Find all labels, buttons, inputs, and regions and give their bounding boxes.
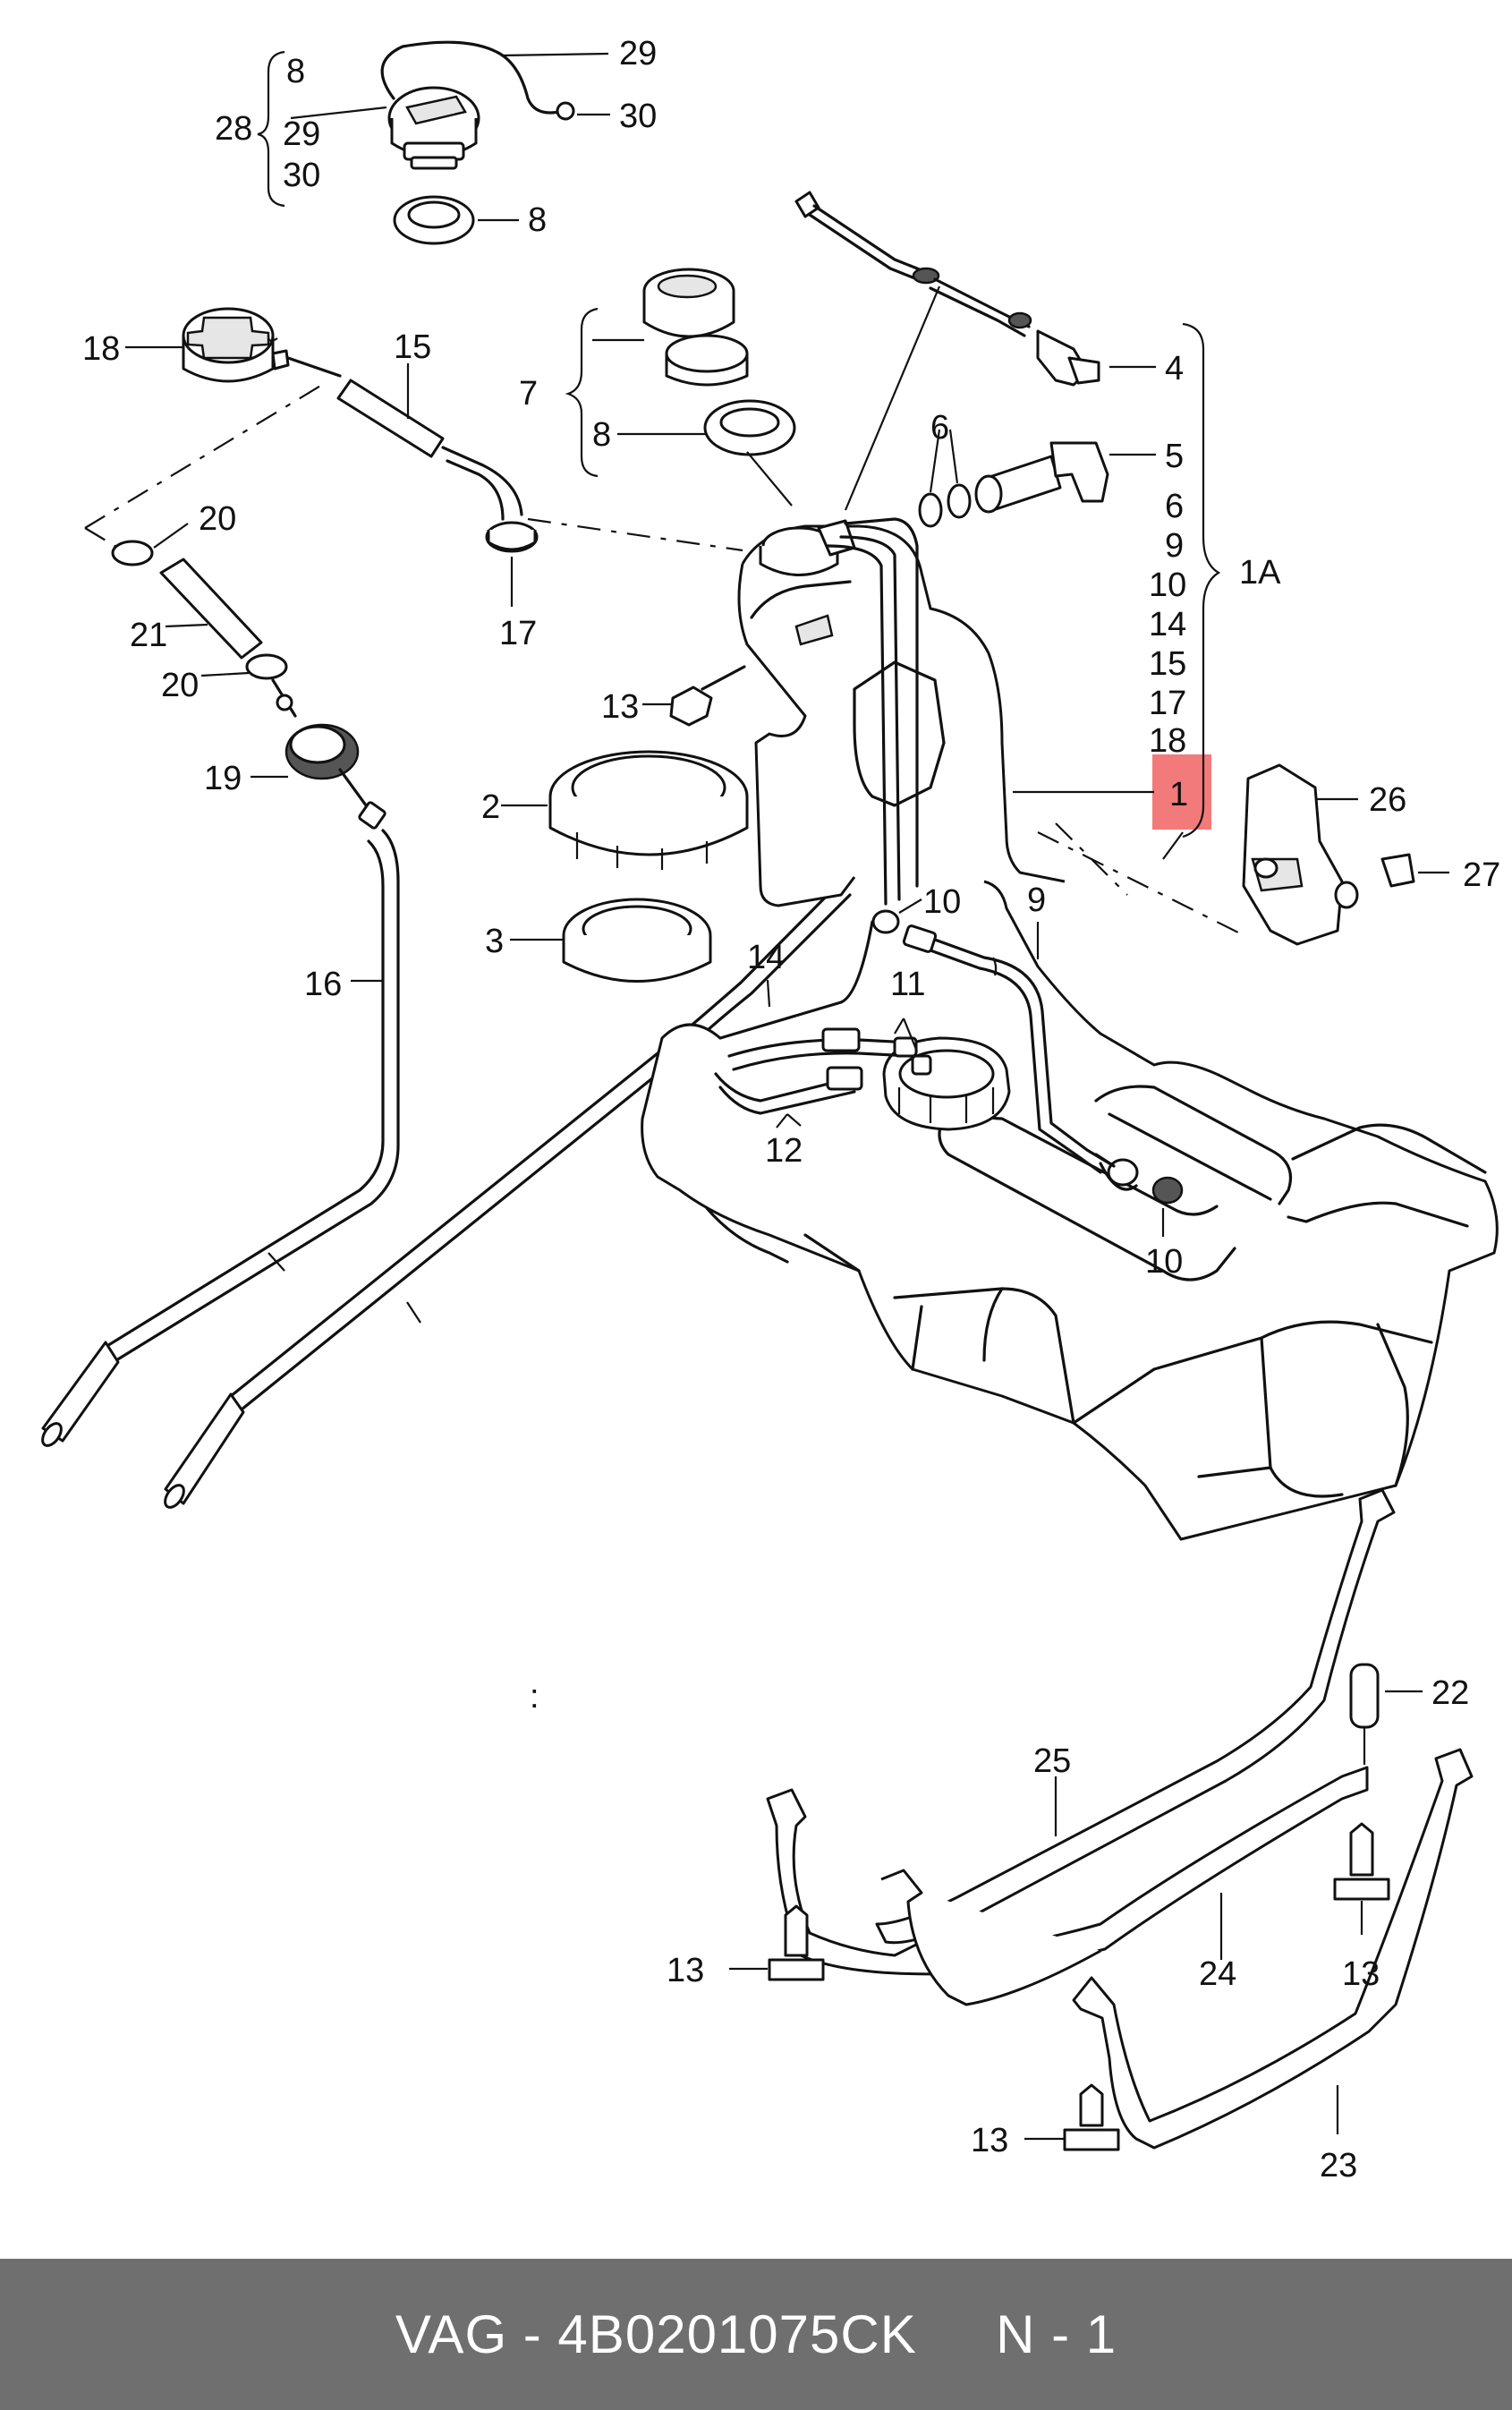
- center-parts: [501, 268, 796, 983]
- label-16: 16: [304, 966, 342, 1003]
- label-15: 15: [394, 328, 431, 366]
- label-8-mid: 8: [592, 416, 611, 454]
- label-11: 11: [890, 966, 925, 1003]
- label-1a-6: 6: [1165, 488, 1184, 525]
- label-28-29: 29: [283, 115, 320, 153]
- label-24: 24: [1199, 1955, 1236, 1993]
- stray-colon: :: [530, 1678, 539, 1716]
- label-14: 14: [747, 939, 785, 976]
- label-1A: 1A: [1239, 554, 1281, 592]
- label-12: 12: [765, 1132, 803, 1170]
- label-4: 4: [1165, 350, 1184, 387]
- tank-straps: [729, 1488, 1474, 2151]
- label-2: 2: [481, 788, 500, 826]
- label-13-b: 13: [1342, 1955, 1380, 1993]
- label-29-top: 29: [619, 35, 657, 72]
- label-3: 3: [485, 923, 504, 960]
- part-number-footer: VAG - 4B0201075CK N - 1: [0, 2259, 1512, 2410]
- label-17: 17: [499, 615, 537, 652]
- callout-labels: 29 30 8 28 8 29 30 18 15 20 21 20 19 16 …: [82, 35, 1500, 2184]
- label-30-top: 30: [619, 98, 657, 135]
- label-1a-17: 17: [1149, 685, 1186, 722]
- label-9: 9: [1027, 881, 1046, 919]
- label-8-top: 8: [528, 201, 547, 239]
- label-13-a: 13: [667, 1952, 704, 1989]
- fuel-tank: [641, 517, 1499, 1541]
- label-21: 21: [130, 617, 167, 654]
- label-13-mid: 13: [601, 688, 639, 726]
- label-6-pair: 6: [930, 409, 949, 447]
- label-19: 19: [204, 760, 242, 797]
- label-23: 23: [1320, 2147, 1357, 2184]
- parts-diagram: 29 30 8 28 8 29 30 18 15 20 21 20 19 16 …: [41, 35, 1500, 2184]
- label-28-8: 8: [286, 53, 305, 90]
- label-10a: 10: [923, 883, 961, 921]
- label-26: 26: [1369, 781, 1406, 819]
- part-number-text: VAG - 4B0201075CK N - 1: [395, 2304, 1117, 2364]
- label-25: 25: [1033, 1742, 1071, 1780]
- label-1a-9: 9: [1165, 527, 1184, 565]
- label-5: 5: [1165, 438, 1184, 475]
- label-28-30: 30: [283, 157, 320, 194]
- filler-cap-assembly: [257, 40, 610, 245]
- label-1a-15: 15: [1149, 645, 1186, 683]
- label-1a-18: 18: [1149, 722, 1186, 760]
- label-1: 1: [1169, 776, 1188, 813]
- label-10b: 10: [1145, 1243, 1183, 1281]
- label-28: 28: [215, 110, 252, 148]
- label-18: 18: [82, 330, 120, 368]
- label-20a: 20: [199, 500, 236, 538]
- label-27: 27: [1463, 856, 1500, 894]
- label-13-c: 13: [971, 2122, 1008, 2159]
- label-1a-14: 14: [1149, 606, 1186, 643]
- label-7: 7: [519, 375, 538, 413]
- filler-neck-parts: [41, 307, 852, 1509]
- label-22: 22: [1431, 1674, 1469, 1712]
- label-20b: 20: [161, 667, 199, 704]
- wiring-and-sender: [794, 191, 1449, 946]
- label-1a-10: 10: [1149, 566, 1186, 604]
